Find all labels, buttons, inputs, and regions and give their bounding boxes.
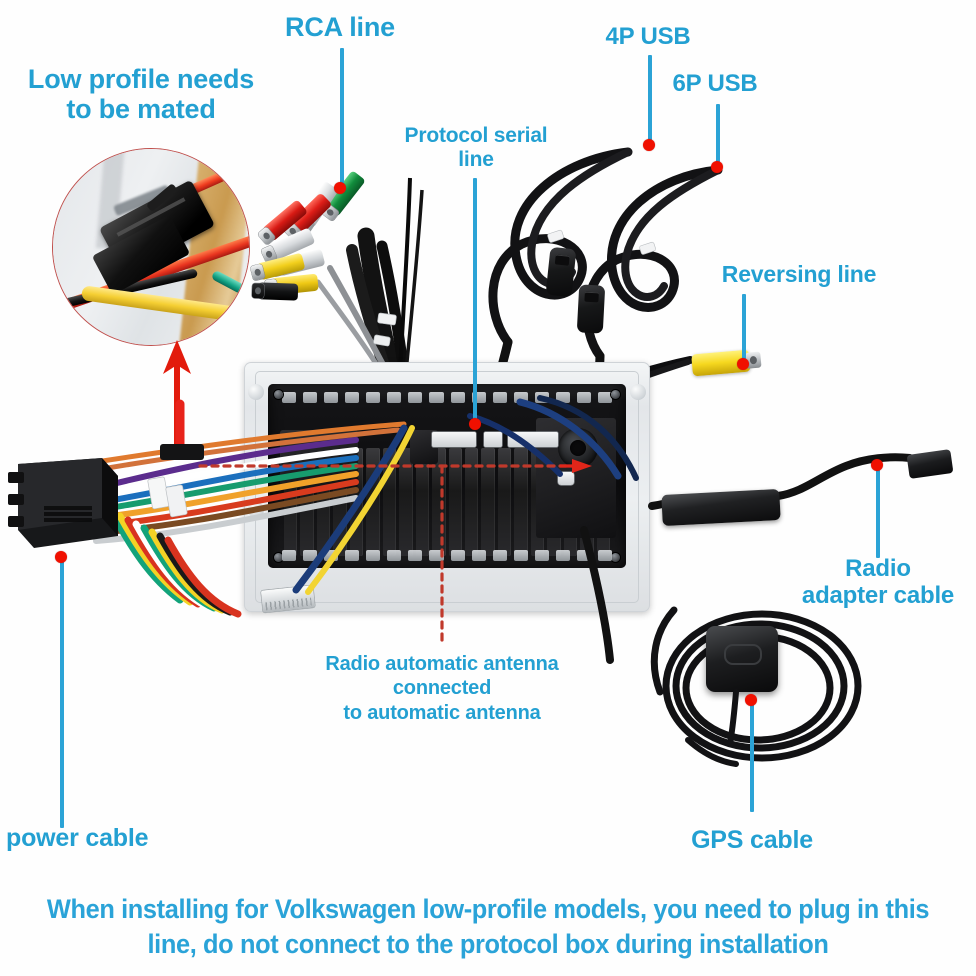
footer-caption: When installing for Volkswagen low-profi… bbox=[29, 892, 946, 962]
rca-connector-white-2 bbox=[260, 227, 316, 264]
caption-line-2: line, do not connect to the protocol box… bbox=[147, 928, 829, 959]
gps-antenna-puck bbox=[706, 626, 778, 692]
red-up-arrow-icon bbox=[163, 340, 191, 456]
label-radio-automatic-antenna: Radio automatic antenna connected to aut… bbox=[325, 653, 559, 724]
pointer-dot-4p-usb bbox=[643, 139, 655, 151]
caption-line-1: When installing for Volkswagen low-profi… bbox=[46, 893, 930, 924]
rca-connector-red-1 bbox=[283, 192, 333, 241]
leader-protocol-serial-line bbox=[473, 178, 477, 424]
power-harness-connector bbox=[6, 450, 126, 558]
vent-row-bottom bbox=[282, 549, 612, 561]
head-unit-rear-chassis bbox=[244, 362, 650, 612]
back-module-left bbox=[280, 430, 358, 488]
screw-tl bbox=[274, 390, 283, 399]
label-reversing-line: Reversing line bbox=[721, 261, 877, 287]
leader-power-cable bbox=[60, 558, 64, 828]
rca-connector-black bbox=[251, 282, 299, 301]
leader-reversing-line bbox=[742, 294, 746, 364]
head-unit-back-panel bbox=[268, 384, 626, 568]
pointer-dot-power-cable bbox=[55, 551, 67, 563]
vent-row-top bbox=[282, 391, 612, 403]
radio-adapter-plug bbox=[906, 449, 954, 479]
label-4p-usb: 4P USB bbox=[605, 23, 691, 50]
low-profile-connector-inset-photo bbox=[52, 148, 250, 346]
screw-bl bbox=[274, 553, 283, 562]
tray-lug-left bbox=[248, 384, 264, 400]
leader-gps-cable bbox=[750, 700, 754, 812]
label-low-profile-needs-to-be-mated: Low profile needs to be mated bbox=[27, 64, 255, 125]
pointer-dot-6p-usb bbox=[711, 161, 723, 173]
label-6p-usb: 6P USB bbox=[672, 70, 758, 97]
label-rca-line: RCA line bbox=[285, 12, 395, 42]
leader-rca-line bbox=[340, 48, 344, 188]
pointer-dot-rca-line bbox=[334, 182, 346, 194]
screw-tr bbox=[611, 390, 620, 399]
screw-br bbox=[611, 553, 620, 562]
leader-radio-adapter-cable bbox=[876, 468, 880, 558]
label-power-cable: power cable bbox=[6, 824, 149, 852]
pointer-dot-reversing-line bbox=[737, 358, 749, 370]
pointer-dot-radio-adapter-cable bbox=[871, 459, 883, 471]
header-connector-2 bbox=[484, 432, 502, 447]
rca-connector-white-1 bbox=[296, 180, 339, 234]
header-connector-1 bbox=[432, 432, 476, 447]
tray-lug-left-lower bbox=[248, 502, 264, 518]
rca-connector-yellow-2 bbox=[264, 273, 319, 296]
pointer-dot-protocol-serial-line bbox=[469, 418, 481, 430]
radio-adapter-module bbox=[661, 488, 781, 527]
rca-connector-yellow-1 bbox=[250, 252, 306, 282]
label-radio-adapter-cable: Radio adapter cable bbox=[801, 555, 955, 609]
label-protocol-serial-line: Protocol serial line bbox=[404, 124, 548, 171]
usb-female-head-4p bbox=[545, 246, 577, 298]
leader-6p-usb bbox=[716, 104, 720, 166]
rca-connector-red-2 bbox=[257, 199, 309, 246]
leader-4p-usb bbox=[648, 55, 652, 144]
rca-connector-white-3 bbox=[270, 248, 326, 278]
pointer-dot-gps-cable bbox=[745, 694, 757, 706]
usb-female-head-6p bbox=[576, 284, 606, 334]
rca-connector-green bbox=[320, 170, 366, 222]
tray-lug-right bbox=[630, 384, 646, 400]
header-connector-3 bbox=[508, 432, 558, 447]
rotary-boss bbox=[558, 428, 598, 468]
antenna-jack bbox=[558, 472, 574, 485]
label-gps-cable: GPS cable bbox=[691, 826, 813, 854]
gps-antenna-assembly bbox=[650, 600, 880, 780]
